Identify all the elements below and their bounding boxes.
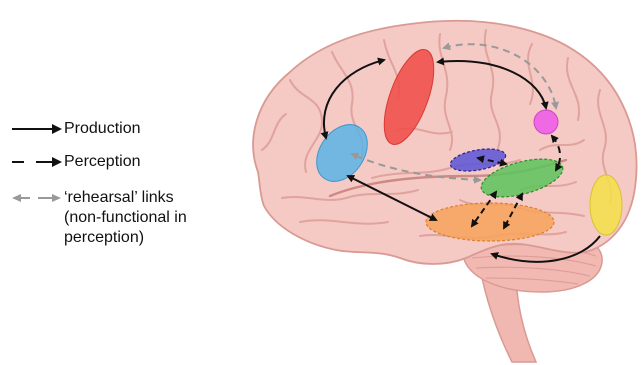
solid-arrow-icon <box>8 119 64 139</box>
legend-rehearsal-label: ‘rehearsal’ links (non-functional in per… <box>64 188 187 248</box>
legend-rehearsal-line2: (non-functional in <box>64 208 187 228</box>
legend-production-label: Production <box>64 119 141 139</box>
brain-illustration <box>253 21 636 362</box>
legend-item-perception: Perception <box>8 152 141 172</box>
magenta-region <box>534 110 558 134</box>
legend-item-production: Production <box>8 119 141 139</box>
dashed-double-arrow-icon <box>8 188 64 208</box>
yellow-region <box>590 175 622 235</box>
dashed-arrow-icon <box>8 152 64 172</box>
legend-rehearsal-line3: perception) <box>64 228 187 248</box>
legend-perception-label: Perception <box>64 152 141 172</box>
legend: Production Perception ‘rehearsal’ links … <box>0 0 250 365</box>
legend-rehearsal-line1: ‘rehearsal’ links <box>64 188 187 208</box>
orange-region <box>426 203 554 241</box>
legend-item-rehearsal: ‘rehearsal’ links (non-functional in per… <box>8 188 187 248</box>
